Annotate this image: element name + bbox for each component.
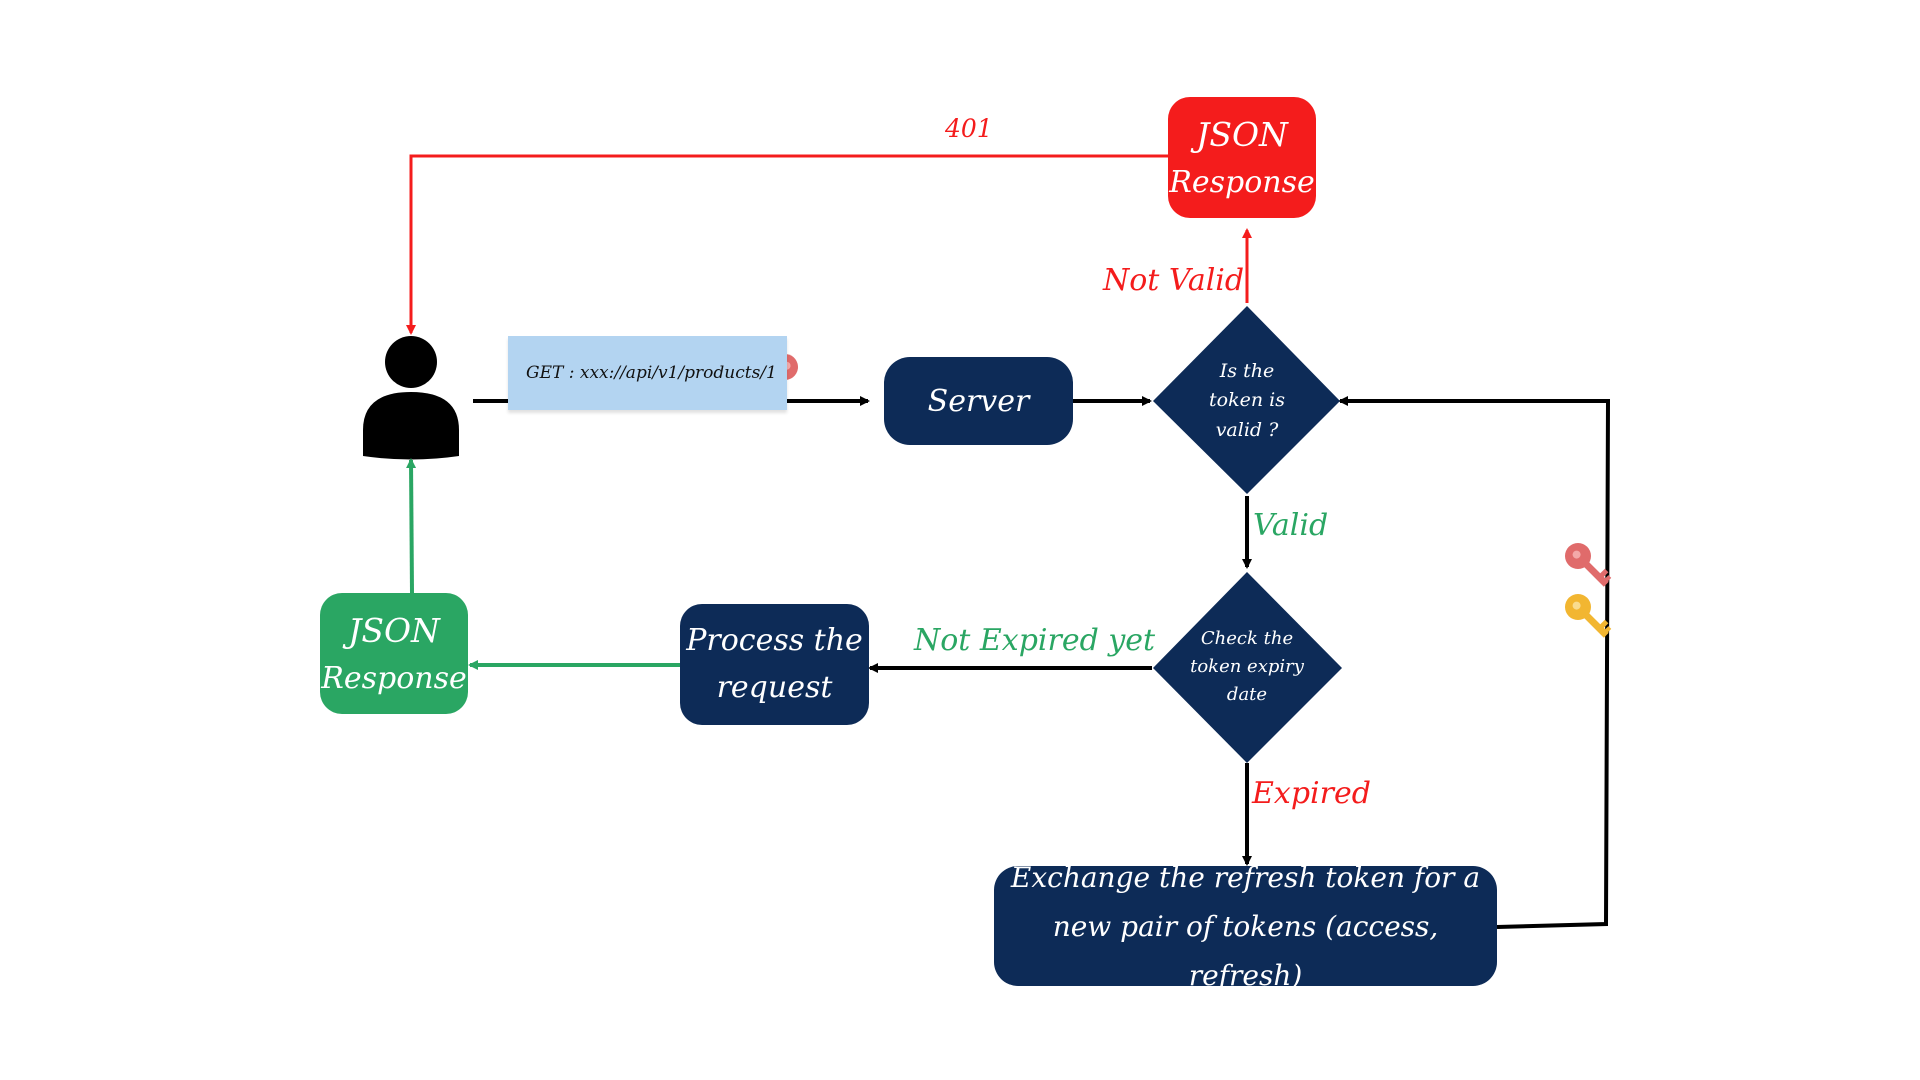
edge-label-not-expired: Not Expired yet [914, 623, 1156, 658]
edge-label-401: 401 [945, 114, 993, 143]
edge-401-to-user [406, 154, 1168, 335]
edge-refresh-loop [1338, 396, 1611, 929]
json-response-success-line1: JSON [348, 611, 440, 651]
access-key-icon [1565, 543, 1612, 587]
server-node: Server [884, 357, 1073, 445]
json-response-success-line2: Response [321, 660, 467, 696]
exchange-line2: new pair of tokens (access, refresh) [1052, 909, 1439, 992]
token-valid-line2: token is [1209, 389, 1285, 412]
token-expiry-line3: date [1226, 683, 1268, 705]
token-expiry-line2: token expiry [1190, 656, 1304, 678]
process-line2: request [716, 669, 833, 705]
json-response-error-line2: Response [1169, 164, 1315, 200]
json-response-error-line1: JSON [1196, 115, 1288, 155]
token-expiry-diamond [1153, 572, 1342, 763]
token-expiry-label: Check the token expiry date [1167, 607, 1327, 727]
json-response-success-node: JSON Response [320, 593, 468, 714]
edge-label-valid: Valid [1253, 508, 1329, 543]
server-label: Server [927, 383, 1030, 419]
request-note: GET : xxx://api/v1/products/1 [508, 336, 787, 410]
token-valid-line3: valid ? [1215, 418, 1279, 441]
exchange-refresh-token-node: Exchange the refresh token for a new pai… [994, 861, 1497, 992]
edge-label-not-valid: Not Valid [1103, 263, 1245, 298]
edge-label-expired: Expired [1252, 776, 1371, 811]
process-request-node: Process the request [680, 604, 869, 725]
json-response-error-node: JSON Response [1168, 97, 1316, 218]
exchange-line1: Exchange the refresh token for a [1010, 860, 1481, 894]
token-valid-label: Is the token is valid ? [1167, 341, 1327, 461]
user-icon [363, 336, 459, 460]
refresh-key-icon [1565, 594, 1612, 638]
token-valid-diamond [1153, 306, 1340, 494]
request-text: GET : xxx://api/v1/products/1 [526, 363, 777, 383]
edge-response-to-user [406, 458, 417, 594]
token-expiry-line1: Check the [1200, 628, 1294, 650]
token-valid-line1: Is the [1219, 359, 1275, 382]
process-line1: Process the [686, 623, 863, 658]
